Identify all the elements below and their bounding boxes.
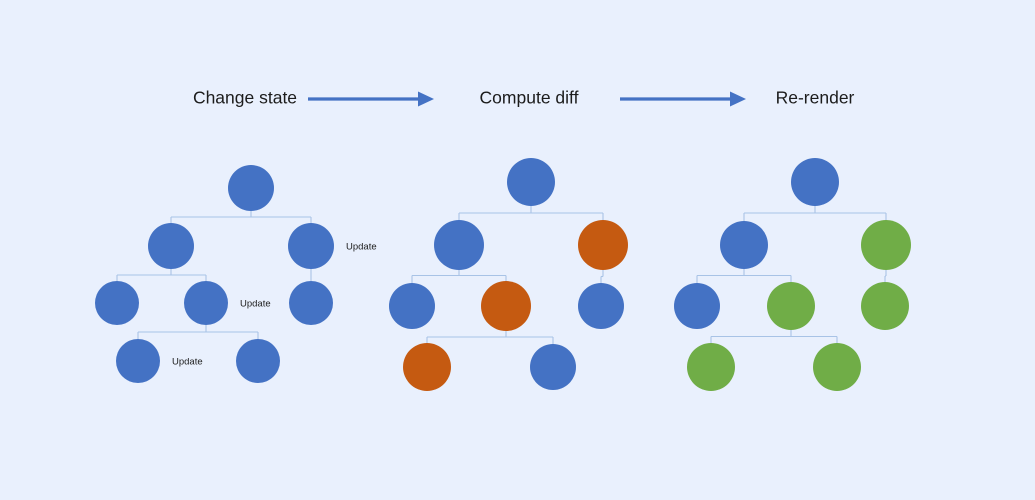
tree-node-blue[interactable]	[791, 158, 839, 206]
tree-node-green[interactable]	[861, 220, 911, 270]
tree-node-blue[interactable]	[578, 283, 624, 329]
phase-header-layer: Change state Compute diff Re-render	[193, 88, 855, 108]
tree-node-orange[interactable]	[481, 281, 531, 331]
node-annotation-label: Update	[240, 299, 271, 310]
tree-node-orange[interactable]	[403, 343, 451, 391]
arrow-change-to-diff-head-icon	[418, 91, 434, 107]
tree-node-blue[interactable]	[674, 283, 720, 329]
connector-layer	[116, 206, 887, 344]
phase-compute-diff-label: Compute diff	[480, 88, 579, 108]
tree-node-blue[interactable]	[184, 281, 228, 325]
tree-node-blue[interactable]	[507, 158, 555, 206]
phase-change-state-label: Change state	[193, 88, 297, 108]
tree-node-blue[interactable]	[228, 165, 274, 211]
tree-node-green[interactable]	[767, 282, 815, 330]
node-annotation-label: Update	[346, 242, 377, 253]
tree-node-blue[interactable]	[389, 283, 435, 329]
tree-node-blue[interactable]	[720, 221, 768, 269]
tree-node-blue[interactable]	[288, 223, 334, 269]
tree-node-blue[interactable]	[95, 281, 139, 325]
tree-node-orange[interactable]	[578, 220, 628, 270]
node-layer	[95, 158, 911, 391]
tree-node-green[interactable]	[861, 282, 909, 330]
tree-node-blue[interactable]	[236, 339, 280, 383]
tree-node-green[interactable]	[813, 343, 861, 391]
tree-node-blue[interactable]	[116, 339, 160, 383]
arrow-diff-to-render-head-icon	[730, 91, 746, 107]
tree-node-green[interactable]	[687, 343, 735, 391]
tree-node-blue[interactable]	[434, 220, 484, 270]
tree-node-blue[interactable]	[289, 281, 333, 325]
phase-re-render-label: Re-render	[776, 88, 855, 108]
node-annotation-label: Update	[172, 357, 203, 368]
tree-node-blue[interactable]	[148, 223, 194, 269]
tree-node-blue[interactable]	[530, 344, 576, 390]
